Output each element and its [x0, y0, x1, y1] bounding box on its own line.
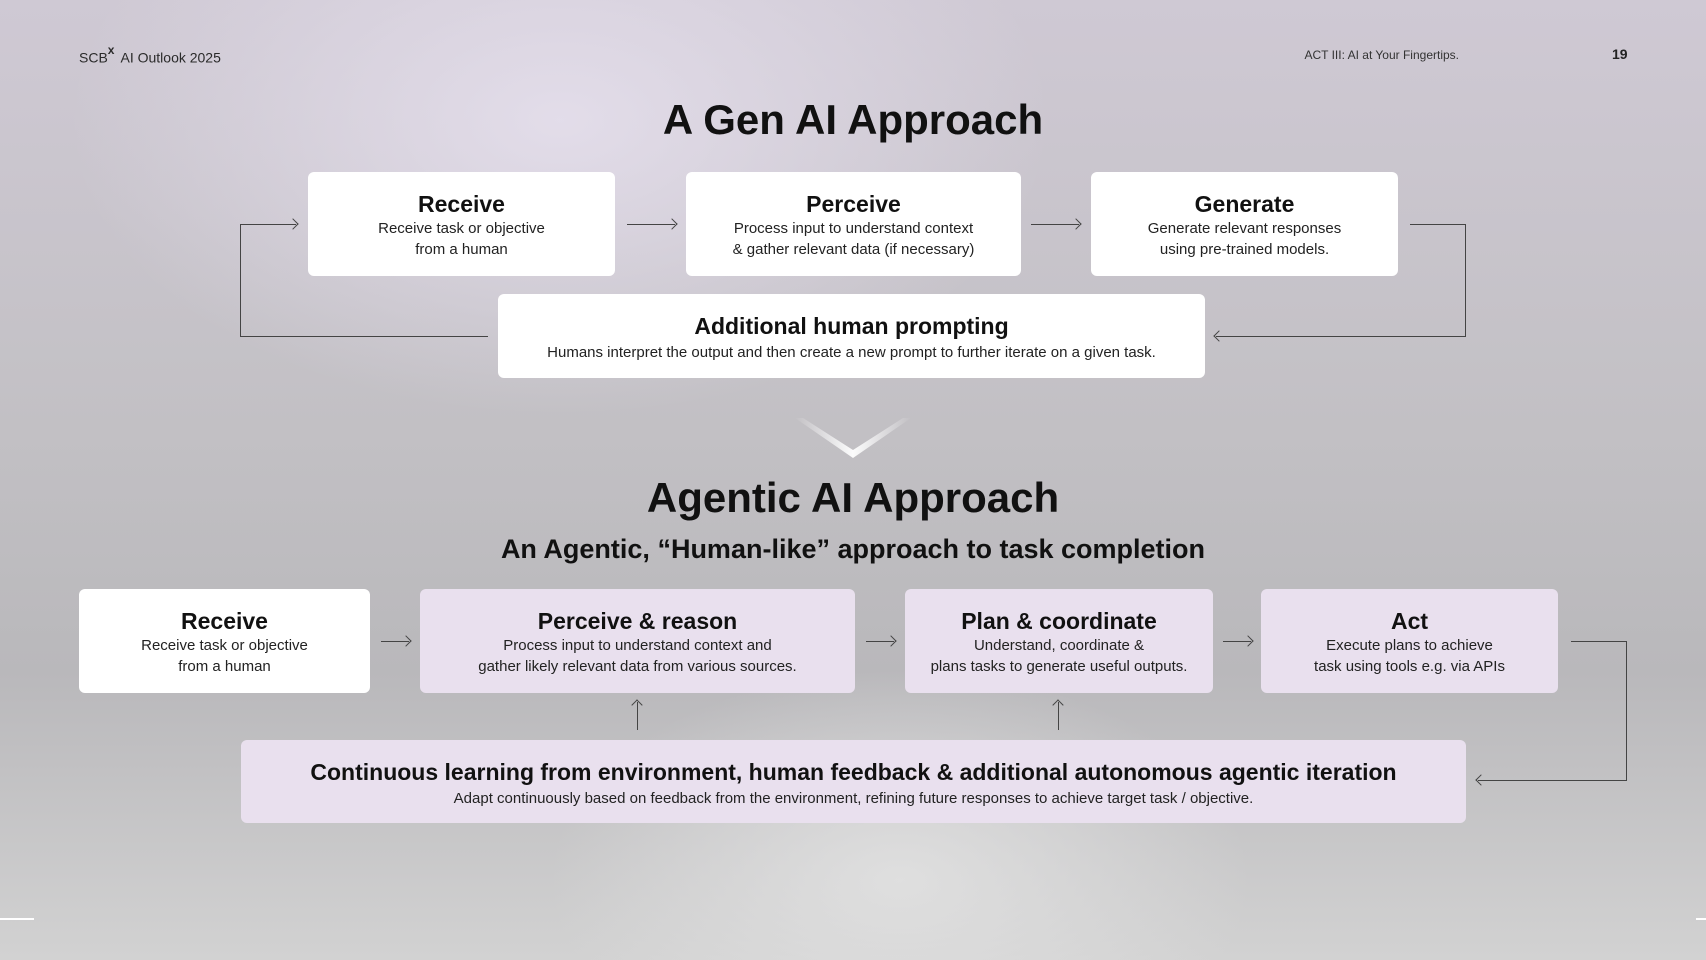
brand-mark-icon: x	[107, 43, 115, 57]
agentic-loop-box: Continuous learning from environment, hu…	[241, 740, 1466, 823]
doc-title: AI Outlook 2025	[120, 49, 221, 66]
genai-title: A Gen AI Approach	[662, 96, 1044, 143]
agentic-step-plan-coordinate: Plan & coordinate Understand, coordinate…	[905, 589, 1213, 693]
connector-line	[1571, 641, 1627, 642]
step-title: Generate	[1194, 191, 1295, 217]
edge-tick-left	[0, 918, 34, 920]
step-desc-line2: gather likely relevant data from various…	[478, 658, 797, 675]
step-title: Perceive	[806, 191, 901, 217]
step-title: Perceive & reason	[537, 608, 738, 634]
step-desc-line2: from a human	[178, 658, 271, 675]
step-desc-line2: plans tasks to generate useful outputs.	[930, 658, 1188, 675]
arrow-right-icon	[627, 224, 675, 225]
step-desc-line1: Understand, coordinate &	[973, 637, 1145, 654]
step-desc-line2: using pre-trained models.	[1159, 241, 1330, 258]
genai-step-perceive: Perceive Process input to understand con…	[686, 172, 1021, 276]
connector-line	[1410, 224, 1466, 225]
connector-line	[1465, 224, 1466, 336]
arrow-right-icon	[1223, 641, 1251, 642]
agentic-subtitle: An Agentic, “Human-like” approach to tas…	[500, 534, 1206, 564]
loop-title: Additional human prompting	[694, 313, 1009, 339]
step-title: Receive	[418, 191, 505, 217]
genai-loop-box: Additional human prompting Humans interp…	[498, 294, 1205, 378]
agentic-title: Agentic AI Approach	[646, 474, 1060, 521]
arrow-left-icon	[1216, 336, 1466, 337]
genai-step-receive: Receive Receive task or objective from a…	[308, 172, 615, 276]
step-desc-line1: Receive task or objective	[378, 220, 545, 237]
step-title: Act	[1390, 608, 1429, 634]
step-desc-line1: Receive task or objective	[141, 637, 308, 654]
step-desc-line2: task using tools e.g. via APIs	[1314, 658, 1505, 675]
step-desc-line1: Process input to understand context and	[503, 637, 772, 654]
arrow-right-icon	[866, 641, 894, 642]
connector-line	[240, 224, 241, 337]
doc-header: SCBx AI Outlook 2025	[79, 43, 221, 66]
step-title: Plan & coordinate	[961, 608, 1157, 634]
step-desc-line2: from a human	[415, 241, 508, 258]
step-desc-line1: Generate relevant responses	[1147, 220, 1342, 237]
section-label: ACT III: AI at Your Fingertips.	[1304, 48, 1459, 62]
loop-title: Continuous learning from environment, hu…	[310, 759, 1397, 785]
agentic-step-receive: Receive Receive task or objective from a…	[79, 589, 370, 693]
arrow-right-icon	[381, 641, 409, 642]
agentic-step-act: Act Execute plans to achieve task using …	[1261, 589, 1558, 693]
edge-tick-right	[1696, 918, 1706, 920]
arrow-right-icon	[1031, 224, 1079, 225]
page-number: 19	[1612, 46, 1628, 62]
chevron-down-icon	[795, 418, 911, 458]
step-desc-line1: Process input to understand context	[733, 220, 974, 237]
arrow-right-icon	[240, 224, 296, 225]
connector-line	[240, 336, 488, 337]
connector-line	[1626, 641, 1627, 781]
step-desc-line2: & gather relevant data (if necessary)	[732, 241, 975, 258]
brand-logo: SCB	[79, 49, 108, 66]
step-desc-line1: Execute plans to achieve	[1326, 637, 1493, 654]
arrow-up-icon	[637, 702, 638, 730]
step-title: Receive	[181, 608, 268, 634]
arrow-left-icon	[1478, 780, 1627, 781]
agentic-step-perceive-reason: Perceive & reason Process input to under…	[420, 589, 855, 693]
loop-desc: Adapt continuously based on feedback fro…	[453, 790, 1254, 807]
arrow-up-icon	[1058, 702, 1059, 730]
genai-step-generate: Generate Generate relevant responses usi…	[1091, 172, 1398, 276]
loop-desc: Humans interpret the output and then cre…	[547, 344, 1156, 361]
